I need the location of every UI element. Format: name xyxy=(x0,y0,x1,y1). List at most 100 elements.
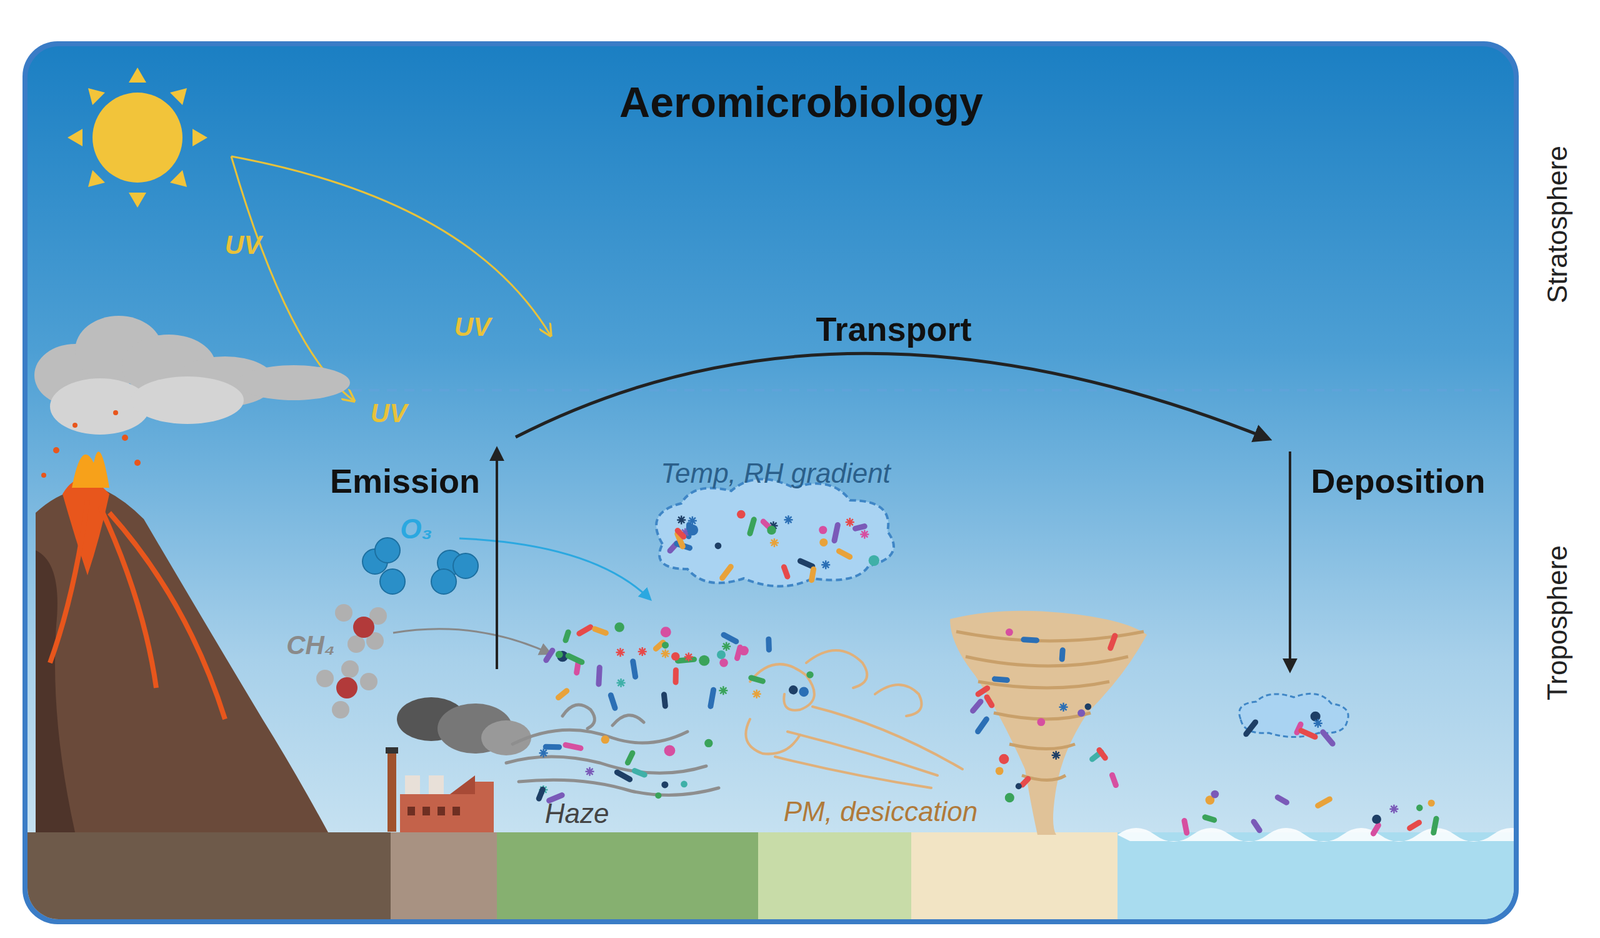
microbe xyxy=(698,655,710,666)
microbe xyxy=(1020,636,1040,644)
microbe xyxy=(860,529,869,539)
factor-label: Haze xyxy=(545,798,610,829)
layer-label: Troposphere xyxy=(1542,545,1573,700)
microbe xyxy=(591,625,610,637)
microbe xyxy=(1313,718,1323,728)
microbe xyxy=(1036,717,1045,726)
microbe xyxy=(535,785,547,802)
small-cloud xyxy=(1239,693,1349,737)
haze-swirl xyxy=(506,704,719,795)
process-label: Deposition xyxy=(1311,462,1486,500)
microbe xyxy=(770,538,779,547)
dust-tornado xyxy=(950,610,1147,835)
microbe xyxy=(638,646,647,656)
microbe xyxy=(780,563,792,580)
ground-forest xyxy=(496,831,759,919)
factor-label: PM, desiccation xyxy=(783,796,979,827)
tropopause-line xyxy=(351,388,1500,392)
title: Aeromicrobiology xyxy=(619,78,984,126)
microbe xyxy=(676,515,686,524)
microbe xyxy=(818,525,827,534)
microbe xyxy=(1430,815,1440,836)
microbe xyxy=(1108,771,1120,789)
microbe xyxy=(718,685,728,695)
uv-label: UV xyxy=(370,398,407,428)
frame xyxy=(22,41,1519,924)
microbe xyxy=(1059,702,1069,712)
dust-swirl xyxy=(745,650,963,788)
microbe xyxy=(1015,782,1022,789)
microbe xyxy=(765,635,772,652)
ground-grass xyxy=(758,831,912,919)
microbe xyxy=(1005,792,1015,802)
microbe xyxy=(808,565,817,584)
waves xyxy=(1117,827,1514,842)
microbe xyxy=(1371,814,1382,824)
microbe xyxy=(595,664,603,687)
microbe xyxy=(1428,799,1435,807)
microbe xyxy=(821,560,830,569)
microbe xyxy=(585,766,595,776)
microbe xyxy=(991,675,1011,683)
microbe xyxy=(664,744,676,756)
microbe-group xyxy=(535,510,1440,837)
microbe xyxy=(1106,631,1119,652)
ozone-label: O₃ xyxy=(400,513,432,544)
microbe xyxy=(1201,813,1218,824)
microbe xyxy=(721,641,731,651)
microbe xyxy=(672,666,679,685)
microbe xyxy=(783,515,793,524)
microbe xyxy=(831,521,842,544)
volcano-smoke xyxy=(34,315,350,435)
microbe xyxy=(845,517,855,527)
uv-ray xyxy=(231,156,550,335)
microbe xyxy=(983,693,996,709)
microbe xyxy=(616,678,626,687)
transport-arrow xyxy=(515,353,1269,439)
microbe xyxy=(766,525,777,535)
emission-arrow xyxy=(495,448,499,669)
microbe xyxy=(974,683,992,698)
microbe xyxy=(660,626,672,637)
process-label: Transport xyxy=(815,310,972,348)
microbe xyxy=(1242,718,1260,739)
microbe xyxy=(716,650,726,659)
microbe xyxy=(707,686,717,710)
ground-desert xyxy=(911,831,1118,919)
microbe xyxy=(1314,795,1334,810)
microbe xyxy=(1051,750,1061,760)
microbe xyxy=(851,522,869,532)
microbe xyxy=(746,515,758,537)
ground-rock xyxy=(27,831,391,919)
ozone-arrow xyxy=(459,538,650,599)
microbe xyxy=(973,715,990,735)
methane-arrow xyxy=(393,628,550,654)
process-label: Emission xyxy=(330,462,480,500)
microbe xyxy=(1405,818,1423,832)
microbe xyxy=(719,658,729,667)
microbe xyxy=(739,645,749,655)
volcano xyxy=(35,410,329,832)
microbe xyxy=(671,651,680,661)
microbe xyxy=(554,686,571,701)
layer-label: Stratosphere xyxy=(1542,145,1573,304)
microbe xyxy=(564,651,586,666)
microbe xyxy=(1077,708,1085,717)
microbe xyxy=(673,526,688,541)
microbe xyxy=(1058,646,1066,662)
microbe xyxy=(616,647,625,657)
microbe xyxy=(819,538,828,547)
microbe xyxy=(623,748,637,766)
microbe xyxy=(680,780,688,788)
microbe xyxy=(1297,726,1319,741)
microbe xyxy=(1416,804,1424,812)
ground-sea xyxy=(1117,831,1514,919)
microbe xyxy=(562,741,585,752)
microbe xyxy=(806,670,814,678)
sky xyxy=(27,46,1514,919)
microbe xyxy=(631,766,649,779)
microbe xyxy=(613,768,634,784)
microbe xyxy=(601,735,610,744)
ozone-molecule xyxy=(362,537,479,594)
